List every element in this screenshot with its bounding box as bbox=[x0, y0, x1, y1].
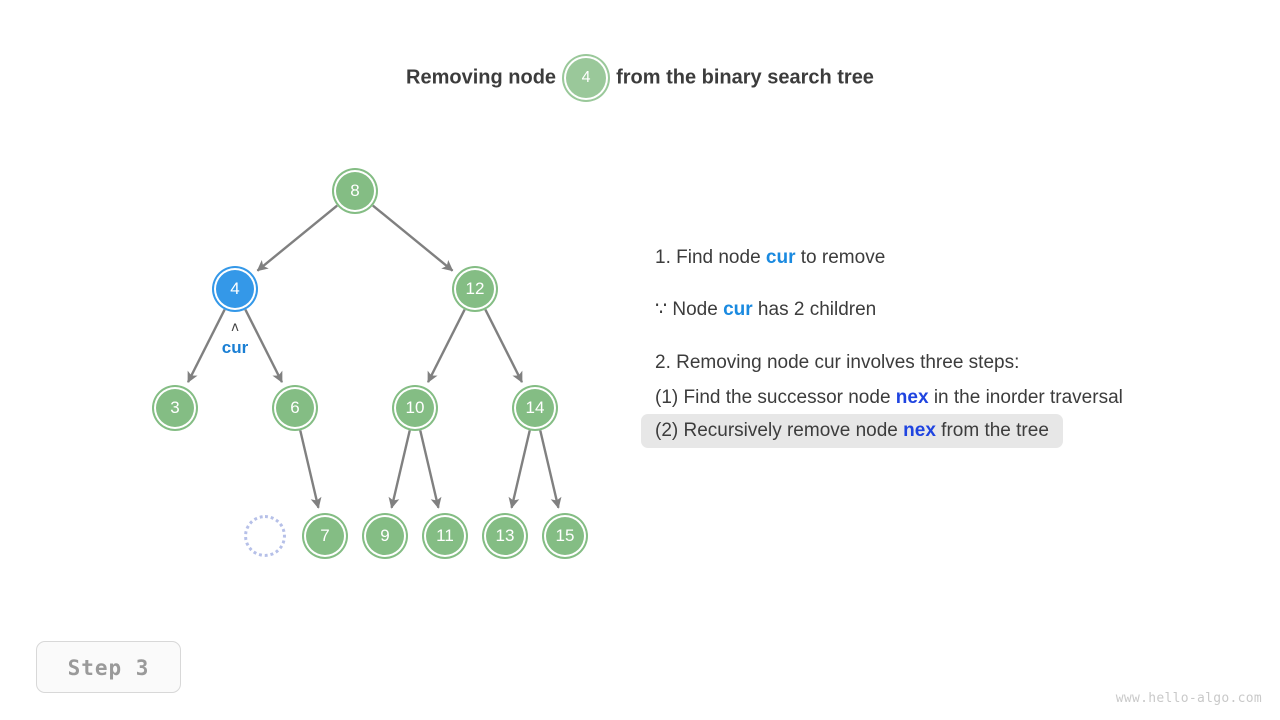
tree-node-label: 9 bbox=[380, 526, 390, 545]
explain-line-5-highlighted: (2) Recursively remove node nex from the… bbox=[641, 414, 1265, 448]
tree-node-label: 15 bbox=[555, 526, 575, 545]
title-node-badge: 4 bbox=[564, 56, 609, 100]
tree-node-8: 8 bbox=[334, 170, 376, 212]
cur-pointer-label: cur bbox=[221, 338, 249, 357]
tree-edge-6-to-7 bbox=[299, 430, 322, 509]
tree-edge-14-to-15 bbox=[539, 430, 562, 509]
explain-line-4-text-b: in the inorder traversal bbox=[928, 387, 1123, 408]
explain-line-5-text-a: (2) Recursively remove node bbox=[655, 420, 904, 441]
tree-node-label: 8 bbox=[350, 181, 360, 200]
explain-line-2: ∵ Node cur has 2 children bbox=[655, 300, 1265, 319]
tree-edge-14-to-13 bbox=[508, 430, 531, 509]
explain-line-5-text-b: from the tree bbox=[935, 420, 1049, 441]
page-title: Removing node 4 from the binary search tre… bbox=[0, 56, 1280, 100]
tree-node-7: 7 bbox=[304, 515, 346, 557]
cur-pointer-caret: ʌ bbox=[231, 320, 239, 335]
tree-node-label: 13 bbox=[495, 526, 515, 545]
tree-node-empty-placeholder bbox=[244, 515, 286, 557]
tree-node-label: 3 bbox=[170, 398, 180, 417]
page-title-prefix: Removing node bbox=[406, 66, 557, 89]
explain-line-1-text-a: 1. Find node bbox=[655, 247, 766, 268]
tree-edges bbox=[186, 204, 562, 509]
tree-node-label: 10 bbox=[405, 398, 425, 417]
tree-node-13: 13 bbox=[484, 515, 526, 557]
tree-node-4: 4 bbox=[214, 268, 256, 310]
tree-node-10: 10 bbox=[394, 387, 436, 429]
tree-edge-8-to-4 bbox=[256, 204, 338, 272]
tree-node-label: 4 bbox=[230, 279, 240, 298]
tree-edge-4-to-3 bbox=[186, 308, 226, 383]
tree-edge-12-to-14 bbox=[484, 308, 524, 383]
tree-node-label: 14 bbox=[525, 398, 545, 417]
tree-node-label: 7 bbox=[320, 526, 330, 545]
explain-line-1: 1. Find node cur to remove bbox=[655, 248, 1265, 267]
tree-node-9: 9 bbox=[364, 515, 406, 557]
binary-search-tree-diagram: 8 4 12 3 6 10 14 7 9 11 13 15 ʌ cur bbox=[0, 0, 640, 620]
tree-node-3: 3 bbox=[154, 387, 196, 429]
watermark: www.hello-algo.com bbox=[1115, 691, 1262, 706]
explain-line-4: (1) Find the successor node nex in the i… bbox=[655, 388, 1265, 407]
tree-node-6: 6 bbox=[274, 387, 316, 429]
explain-line-2-text-b: has 2 children bbox=[752, 299, 877, 320]
explain-line-2-text-a: ∵ Node bbox=[655, 299, 724, 320]
tree-edge-12-to-10 bbox=[426, 308, 466, 383]
tree-node-label: 6 bbox=[290, 398, 300, 417]
keyword-nex: nex bbox=[903, 420, 936, 441]
page-title-suffix: from the binary search tree bbox=[616, 66, 874, 89]
tree-edge-8-to-12 bbox=[372, 204, 454, 272]
keyword-cur: cur bbox=[723, 299, 753, 320]
keyword-nex: nex bbox=[895, 387, 929, 408]
explain-line-4-text-a: (1) Find the successor node bbox=[655, 387, 896, 408]
tree-node-14: 14 bbox=[514, 387, 556, 429]
step-badge: Step 3 bbox=[36, 641, 181, 693]
tree-node-12: 12 bbox=[454, 268, 496, 310]
tree-node-11: 11 bbox=[424, 515, 466, 557]
explain-line-3: 2. Removing node cur involves three step… bbox=[655, 352, 1020, 373]
tree-node-15: 15 bbox=[544, 515, 586, 557]
explain-line-1-text-b: to remove bbox=[795, 247, 886, 268]
explanation-panel: 1. Find node cur to remove ∵ Node cur ha… bbox=[641, 248, 1265, 448]
tree-edge-10-to-11 bbox=[419, 430, 442, 509]
tree-node-label: 12 bbox=[465, 279, 485, 298]
highlight-pill: (2) Recursively remove node nex from the… bbox=[641, 414, 1063, 448]
keyword-cur: cur bbox=[765, 247, 796, 268]
tree-node-label: 11 bbox=[436, 526, 454, 545]
tree-edge-4-to-6 bbox=[244, 308, 284, 383]
tree-edge-10-to-9 bbox=[388, 430, 411, 509]
